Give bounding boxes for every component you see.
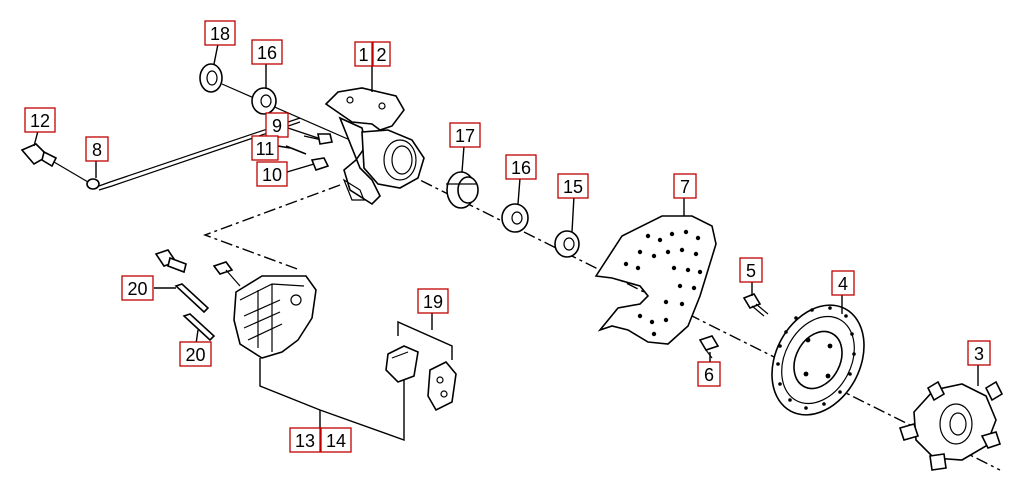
callout-13: 13	[289, 427, 321, 453]
axle-line-upper	[221, 83, 351, 141]
svg-text:14: 14	[326, 431, 346, 451]
svg-text:20: 20	[127, 279, 147, 299]
callout-4: 4	[831, 270, 855, 296]
part-16-bearing-upper	[251, 87, 277, 115]
svg-text:18: 18	[210, 24, 230, 44]
callout-1: 1	[354, 41, 373, 67]
callout-20b: 20	[179, 341, 212, 367]
svg-text:1: 1	[358, 45, 368, 65]
part-8-washer	[86, 178, 100, 190]
part-5-bolt	[742, 293, 769, 317]
svg-text:4: 4	[838, 274, 848, 294]
callout-18: 18	[204, 20, 236, 46]
pad-leader-bracket	[397, 320, 453, 360]
part-1-2-steering-knuckle	[324, 87, 425, 206]
svg-text:13: 13	[295, 431, 315, 451]
part-6-bolt	[698, 335, 720, 359]
leader-18	[213, 43, 219, 65]
callout-9: 9	[265, 112, 289, 138]
callout-5: 5	[739, 257, 763, 283]
leader-16b	[517, 177, 521, 205]
leader-11	[277, 145, 291, 149]
svg-text:17: 17	[455, 126, 475, 146]
part-20-bleeder-upper	[154, 249, 187, 274]
part-15-seal	[554, 230, 580, 258]
svg-text:2: 2	[376, 45, 386, 65]
svg-text:9: 9	[272, 116, 282, 136]
svg-text:10: 10	[262, 165, 282, 185]
svg-text:6: 6	[704, 365, 714, 385]
svg-text:3: 3	[974, 344, 984, 364]
part-19-brake-pads	[385, 345, 457, 412]
part-16-bearing-lower	[501, 203, 529, 233]
callout-17: 17	[449, 122, 481, 148]
callout-2: 2	[372, 41, 391, 67]
callout-10: 10	[256, 161, 288, 187]
callout-14: 14	[320, 427, 352, 453]
leader-9	[287, 127, 319, 139]
callout-15: 15	[557, 173, 589, 199]
callout-7: 7	[673, 173, 697, 199]
svg-text:20: 20	[185, 345, 205, 365]
callout-20a: 20	[121, 275, 154, 301]
callout-16b: 16	[505, 154, 537, 180]
part-13-14-brake-caliper	[212, 261, 317, 359]
caliper-leader-bracket	[259, 346, 405, 441]
part-20-pin-lower	[182, 313, 216, 342]
svg-text:7: 7	[680, 177, 690, 197]
callout-19: 19	[417, 288, 449, 314]
svg-text:8: 8	[92, 140, 102, 160]
part-3-wheel-hub	[898, 380, 1004, 471]
callout-12: 12	[24, 107, 56, 133]
part-17-bearing	[446, 171, 479, 209]
leader-12	[33, 130, 39, 147]
callout-3: 3	[967, 340, 991, 366]
brake-hose-line	[98, 117, 301, 187]
svg-text:19: 19	[423, 292, 443, 312]
callout-8: 8	[85, 136, 109, 162]
assembly-centerline-caliper	[202, 184, 341, 271]
callout-11: 11	[251, 135, 279, 161]
svg-text:16: 16	[257, 43, 277, 63]
part-4-brake-disc	[771, 304, 865, 416]
brake-hose-line-inner	[98, 121, 301, 191]
leader-10	[286, 163, 315, 173]
svg-text:15: 15	[563, 177, 583, 197]
part-20-pin-upper	[174, 283, 210, 314]
svg-text:12: 12	[30, 111, 50, 131]
leader-15	[571, 195, 575, 233]
callout-6: 6	[697, 361, 721, 387]
part-12-hose-fitting	[20, 143, 89, 183]
svg-text:16: 16	[511, 158, 531, 178]
svg-text:11: 11	[256, 139, 275, 159]
leader-17	[461, 145, 465, 173]
callout-16a: 16	[251, 39, 283, 65]
part-9-bolt	[303, 133, 333, 145]
part-18-seal	[199, 63, 223, 93]
part-7-disc-shield	[594, 215, 717, 345]
part-10-nut	[310, 157, 330, 171]
svg-text:5: 5	[746, 261, 756, 281]
